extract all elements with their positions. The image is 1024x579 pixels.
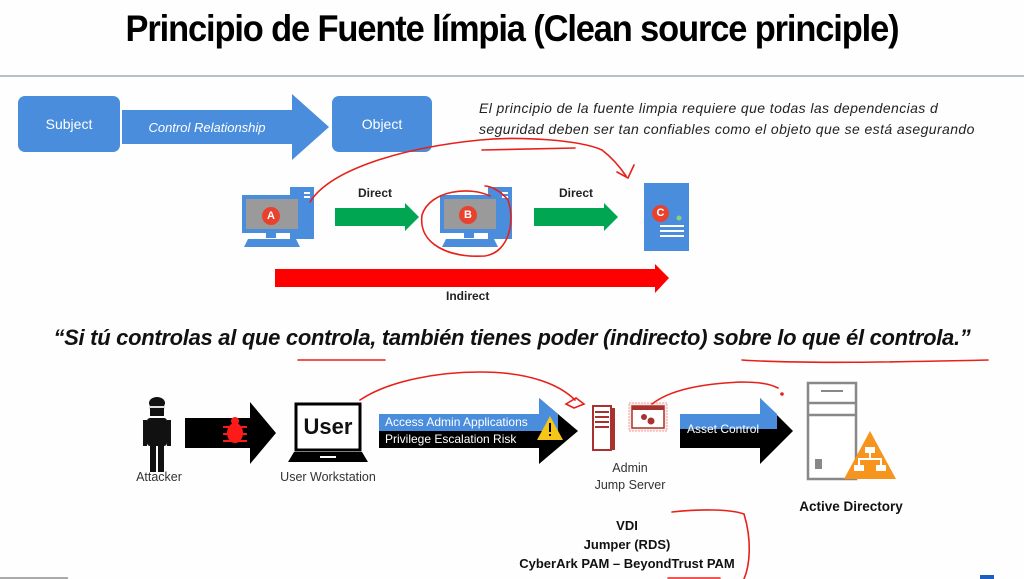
asset-control-label: Asset Control bbox=[687, 422, 760, 436]
control-relationship-label: Control Relationship bbox=[148, 120, 266, 135]
direct-label-1: Direct bbox=[358, 186, 393, 200]
direct-arrow-1 bbox=[335, 203, 419, 231]
active-directory-server-icon bbox=[806, 381, 896, 481]
node-a-badge: A bbox=[262, 207, 280, 225]
annotation-strikethrough bbox=[481, 147, 576, 151]
annotation-underline-sobre bbox=[741, 359, 989, 364]
access-admin-arrow bbox=[379, 398, 578, 464]
asset-control-arrow bbox=[680, 398, 793, 464]
title-divider bbox=[0, 75, 1024, 77]
access-admin-label: Access Admin Applications bbox=[385, 415, 528, 429]
annotation-curve-jump-to-ad bbox=[651, 381, 779, 405]
principle-description: El principio de la fuente limpia requier… bbox=[479, 98, 1024, 140]
annotation-arrowhead-c bbox=[616, 164, 635, 180]
object-label: Object bbox=[361, 116, 403, 132]
quote-text: “Si tú controlas al que controla, tambié… bbox=[53, 325, 971, 350]
object-box: Object bbox=[332, 96, 432, 152]
attacker-label: Attacker bbox=[136, 470, 182, 484]
control-relationship-arrow bbox=[122, 94, 329, 160]
direct-label-2: Direct bbox=[559, 186, 594, 200]
direct-arrow-2 bbox=[534, 203, 618, 231]
active-directory-label: Active Directory bbox=[799, 499, 903, 514]
jump-server-label-2: Jump Server bbox=[594, 478, 666, 492]
user-screen-text: User bbox=[303, 414, 353, 439]
progress-line bbox=[0, 577, 68, 579]
jump-server-options-list: VDI Jumper (RDS) CyberArk PAM – BeyondTr… bbox=[480, 516, 774, 573]
malware-arrow bbox=[185, 402, 276, 464]
annotation-arrowhead-jump bbox=[564, 397, 586, 409]
description-line-2: seguridad deben ser tan confiables como … bbox=[479, 121, 975, 137]
subject-label: Subject bbox=[45, 116, 93, 132]
annotation-circle-b bbox=[421, 185, 512, 257]
admin-app-window-icon bbox=[628, 402, 668, 432]
node-b-badge: B bbox=[459, 206, 477, 224]
privilege-escalation-label: Privilege Escalation Risk bbox=[385, 432, 517, 446]
jump-server-tower-icon bbox=[592, 405, 615, 451]
bug-icon bbox=[223, 417, 247, 443]
node-c-badge: C bbox=[652, 205, 669, 222]
jump-server-label-1: Admin bbox=[612, 461, 648, 475]
corner-widget bbox=[980, 575, 994, 579]
annotation-curve-a-to-c bbox=[309, 137, 627, 203]
annotation-curve-user-to-jump bbox=[359, 371, 576, 401]
user-workstation-label: User Workstation bbox=[280, 470, 376, 484]
user-laptop-icon bbox=[288, 402, 368, 462]
option-vdi: VDI bbox=[616, 518, 638, 533]
annotation-dot bbox=[780, 392, 784, 396]
description-line-1: El principio de la fuente limpia requier… bbox=[479, 100, 939, 116]
slide-title: Principio de Fuente límpia (Clean source… bbox=[125, 8, 900, 49]
annotation-bracket-options bbox=[671, 509, 751, 579]
indirect-label: Indirect bbox=[446, 289, 490, 303]
option-jumper-rds: Jumper (RDS) bbox=[583, 537, 671, 552]
attacker-icon bbox=[143, 397, 171, 472]
indirect-arrow bbox=[275, 264, 669, 293]
computer-b-icon bbox=[440, 187, 512, 247]
option-pam: CyberArk PAM – BeyondTrust PAM bbox=[519, 556, 735, 571]
subject-box: Subject bbox=[18, 96, 120, 152]
